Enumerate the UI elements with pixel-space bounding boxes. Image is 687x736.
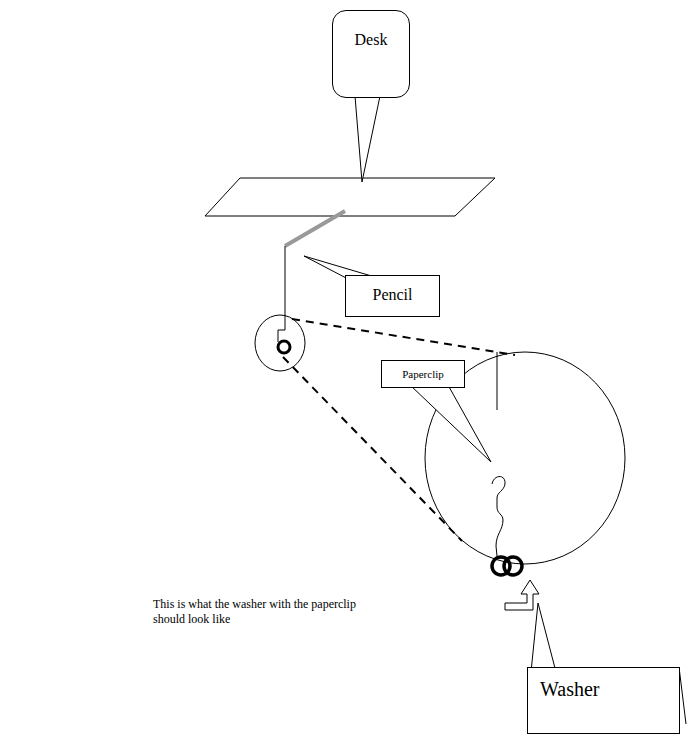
note-text: This is what the washer with the papercl… — [153, 597, 385, 627]
callout-box: Desk — [332, 10, 410, 98]
callout-text: Paperclip — [402, 368, 444, 380]
callout-text: Washer — [540, 678, 599, 701]
callout-line — [679, 667, 686, 724]
washer-ring — [278, 341, 290, 353]
pencil-shape — [285, 211, 345, 246]
callout-box: Paperclip — [381, 360, 465, 388]
string — [497, 352, 498, 410]
zoom-line — [292, 319, 515, 355]
detail-circle — [255, 315, 305, 371]
callout-box: Pencil — [345, 275, 440, 317]
callout-text: Pencil — [373, 286, 413, 304]
desk-surface — [205, 178, 495, 216]
callout-tail — [531, 603, 556, 672]
washer-ring — [504, 557, 522, 575]
callout-tail — [355, 96, 380, 182]
paperclip-shape — [492, 477, 505, 557]
callout-text: Desk — [355, 31, 388, 49]
string — [285, 246, 286, 330]
pointer-arrow — [505, 580, 539, 610]
callout-box: Washer — [527, 667, 680, 734]
callout-tail — [410, 385, 491, 462]
